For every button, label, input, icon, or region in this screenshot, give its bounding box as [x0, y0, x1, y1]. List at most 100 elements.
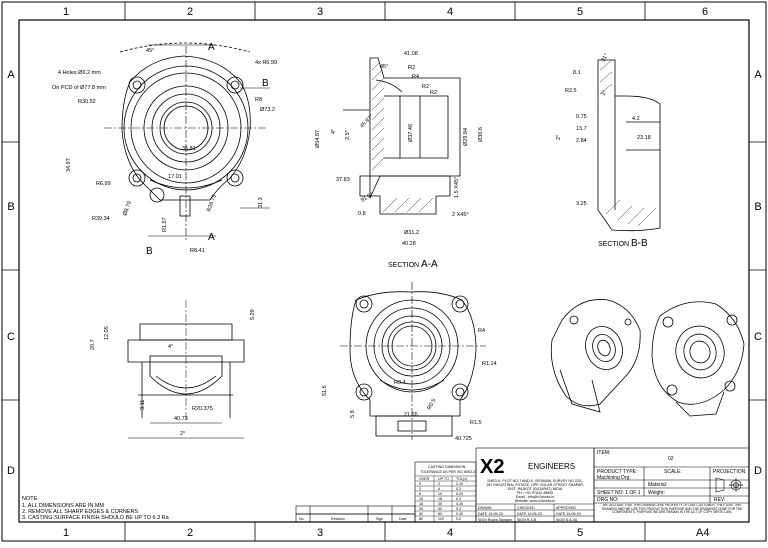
row-label-d: D [7, 465, 15, 477]
sign-cell: DRAWN [478, 506, 492, 510]
dim-r30: R30.52 [78, 99, 96, 105]
back-view-dimensions: R4 R1.14 51.5 R0.4 5.8 21.55 R0.5 R1.5 4… [322, 328, 497, 442]
tolerance-cell: 6 [419, 492, 421, 496]
notes-line-2: 2. REMOVE ALL SHARP EDGES & CORNERS [22, 509, 138, 515]
dim-r25: R2.5 [565, 88, 577, 94]
company-logo-word: ENGINEERS [528, 462, 575, 471]
projection-label: PROJECTION [713, 469, 746, 475]
item-value: 02 [668, 456, 674, 462]
row-label-a: A [7, 69, 15, 81]
address-line-5: Email : info@x2works.in [516, 495, 554, 499]
section-b-b-title-letter: B-B [631, 238, 648, 249]
dim-3783: 37.83 [336, 177, 350, 183]
dim-r8: R8 [255, 97, 262, 103]
section-b-b-view [597, 59, 661, 232]
dim-2318: 23.18 [637, 135, 651, 141]
tolerance-table: CASTING DIMENSION TOLERANCE AS PER ISO 8… [414, 461, 477, 523]
dim-r05: R0.5 [427, 398, 438, 411]
dim-15x45: 1.5 X45° [454, 177, 460, 198]
revision-header-no: No. [299, 517, 305, 521]
grid-ticks [2, 2, 766, 541]
dim-45deg: 45° [146, 48, 154, 54]
section-b-b-dimensions: 8.1 91° R2.5 1° 0.75 13.7 2.84 4.2 23.18… [556, 53, 651, 207]
notes-line-1: 1. ALL DIMENSIONS ARE IN MM [22, 503, 104, 509]
dim-137: 13.7 [576, 126, 587, 132]
dim-aa-r4: R4 [412, 74, 419, 80]
col-label-1-bottom: 1 [63, 527, 69, 539]
dim-aa-r2c: R2 [430, 90, 437, 96]
col-label-4: 4 [447, 6, 453, 18]
sheet-label: SHEET NO: 1 OF 1 [597, 490, 641, 496]
dim-2x45: 2 X45° [452, 212, 469, 218]
title-block: ITEM: 02 PRODUCT TYPE: Machining Drg. SC… [593, 447, 750, 539]
dim-aa-r2: R2 [408, 65, 415, 71]
dim-r2675: R26.75 [206, 194, 218, 213]
row-label-c-right: C [754, 331, 762, 343]
dim-4x-r: 4x R6.99 [255, 60, 277, 66]
tolerance-cell: 18 [438, 497, 442, 501]
dim-c1-2deg: 2° [180, 431, 185, 437]
col-label-6: 6 [702, 6, 708, 18]
dim-2155: 21.55 [404, 412, 418, 418]
cut-letter-a-top: A [208, 42, 215, 53]
sign-cell: DATE 19-05-20 [478, 512, 503, 516]
tolerance-cell: 0.3 [456, 497, 461, 501]
dim-915: 91.5° [360, 192, 374, 204]
tolerance-cell: 0.5 [456, 517, 461, 521]
section-a-a-dimensions: 41.08 R2 R4 R2 R2 45° Ø54.87 4° 2.5° 45.… [315, 51, 484, 247]
tolerance-cell: 30 [419, 507, 423, 511]
dim-207: 20.7 [90, 339, 96, 350]
tolerance-header-cell: UP TO [438, 477, 449, 481]
tolerance-cell: 0.4 [456, 507, 461, 511]
isometric-view-2 [651, 301, 745, 417]
scale-label: SCALE: [664, 469, 682, 475]
weight-label: Weight: [648, 490, 665, 496]
notes-block: NOTE: 1. ALL DIMENSIONS ARE IN MM 2. REM… [22, 496, 170, 521]
tolerance-cell: 0.45 [456, 512, 463, 516]
front-view-dimensions: 4 Holes Ø6.2 mm On PCD of Ø77.8 mm 4x R6… [52, 48, 277, 254]
tolerance-header-cell: TOL(±) [456, 477, 467, 481]
dim-dia879: Ø8.79 [122, 201, 133, 217]
row-label-c: C [7, 331, 15, 343]
sign-cell: DATE 19-05-20 [517, 512, 542, 516]
dim-dia306: Ø30.6 [478, 127, 484, 142]
disclaimer-text: WE DECLARE THAT THIS DRAWING ARE PROPERT… [601, 504, 743, 515]
dim-dia73: Ø73.2 [260, 107, 275, 113]
address-line-1: SHED-6, PLOT NO-7 AND 8, VERAWAL SURVEY … [487, 479, 583, 483]
dim-dia2984: Ø29.84 [463, 128, 469, 146]
dim-dia312: Ø31.2 [404, 230, 419, 236]
section-b-b-title-word: SECTION [598, 241, 629, 248]
revision-header-date: Date [399, 517, 407, 521]
dim-42: 4.2 [632, 116, 640, 122]
tol-title: CASTING DIMENSION [428, 465, 466, 469]
dim-3581: 35.81 [182, 146, 196, 152]
tolerance-cell: 0.15 [456, 482, 463, 486]
tolerance-cell: 50 [419, 512, 423, 516]
drg-no-label: DRG NO: [597, 497, 618, 503]
col-label-3: 3 [317, 6, 323, 18]
revision-header-revision: Revision [331, 517, 345, 521]
col-label-5: 5 [577, 6, 583, 18]
rev-label: REV: [714, 497, 725, 503]
section-a-a-title-word: SECTION [388, 262, 419, 269]
address-line-6: Website: www.x2works.in [515, 499, 555, 503]
dim-515: 51.5 [322, 385, 328, 396]
front-view [119, 42, 251, 217]
notes-title: NOTE: [22, 496, 39, 502]
tolerance-cell: 30 [438, 502, 442, 506]
section-a-a-title-letter: A-A [421, 259, 438, 270]
company-block: X2 ENGINEERS SHED-6, PLOT NO-7 AND 8, VE… [475, 447, 595, 523]
dim-075: 0.75 [576, 114, 587, 120]
revision-header-sign: Sign [376, 517, 383, 521]
product-type-label: PRODUCT TYPE: [597, 469, 637, 475]
dim-r699: R6.99 [96, 181, 111, 187]
dim-08: 0.8 [358, 211, 366, 217]
tolerance-cell: 50 [438, 507, 442, 511]
row-label-b: B [7, 201, 14, 213]
cut-letter-b-bottom: B [146, 246, 153, 257]
tolerance-cell: 18 [419, 502, 423, 506]
col-label-3-bottom: 3 [317, 527, 323, 539]
